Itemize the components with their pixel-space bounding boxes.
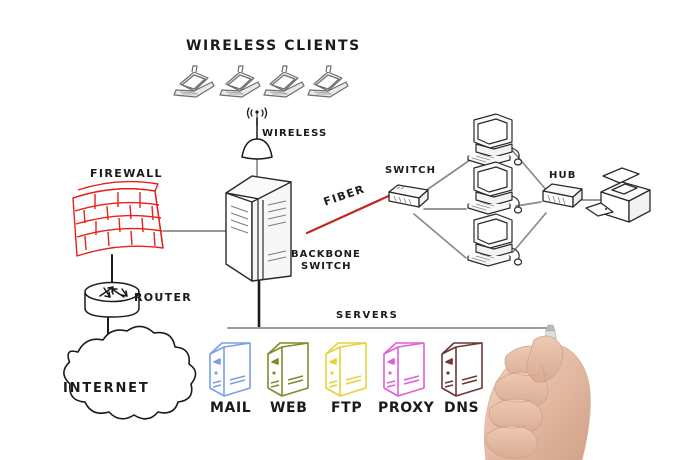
laptop-1 <box>173 65 215 98</box>
hub-icon <box>542 183 583 208</box>
server-proxy <box>383 342 425 397</box>
workstation-3 <box>467 213 523 267</box>
laptop-4 <box>307 65 349 98</box>
server-ftp <box>325 342 367 397</box>
fiber-link <box>305 192 395 235</box>
workstation-group <box>467 113 523 267</box>
server-label-dns: DNS <box>444 400 480 416</box>
link-switch-to-workstation-3 <box>413 213 467 259</box>
printer-icon <box>585 167 651 223</box>
server-dns <box>441 342 483 397</box>
label-servers: SERVERS <box>336 310 399 321</box>
label-backbone-switch: BACKBONE SWITCH <box>291 249 361 273</box>
label-backbone-line-1: BACKBONE <box>291 249 361 260</box>
laptop-3 <box>263 65 305 98</box>
servers-group <box>209 342 483 397</box>
server-web <box>267 342 309 397</box>
link-workstation-3-to-hub <box>512 212 547 253</box>
workstation-2 <box>467 161 523 215</box>
link-workstation-2-to-hub <box>515 201 542 207</box>
label-wireless: WIRELESS <box>262 128 328 139</box>
workstation-1 <box>467 113 523 167</box>
server-label-mail: MAIL <box>210 400 252 416</box>
server-mail <box>209 342 251 397</box>
label-router: ROUTER <box>134 291 193 304</box>
firewall-icon <box>72 180 164 257</box>
router-icon <box>84 281 140 318</box>
switch-icon <box>388 184 429 208</box>
laptop-2 <box>219 65 261 98</box>
wireless-access-point-icon <box>241 107 273 160</box>
label-backbone-line-2: SWITCH <box>301 261 352 272</box>
server-label-ftp: FTP <box>331 400 363 416</box>
laptop-group <box>173 65 349 98</box>
label-firewall: FIREWALL <box>90 167 163 180</box>
server-label-proxy: PROXY <box>378 400 435 416</box>
internet-cloud-icon <box>63 325 197 420</box>
link-workstation-1-to-hub <box>511 149 549 193</box>
hand-holding-marker <box>484 324 591 460</box>
label-internet: INTERNET <box>63 381 150 396</box>
label-switch: SWITCH <box>385 165 437 176</box>
label-wireless-clients: WIRELESS CLIENTS <box>186 38 361 54</box>
label-hub: HUB <box>549 170 577 181</box>
server-label-web: WEB <box>270 400 308 416</box>
backbone-switch-icon <box>225 175 292 282</box>
